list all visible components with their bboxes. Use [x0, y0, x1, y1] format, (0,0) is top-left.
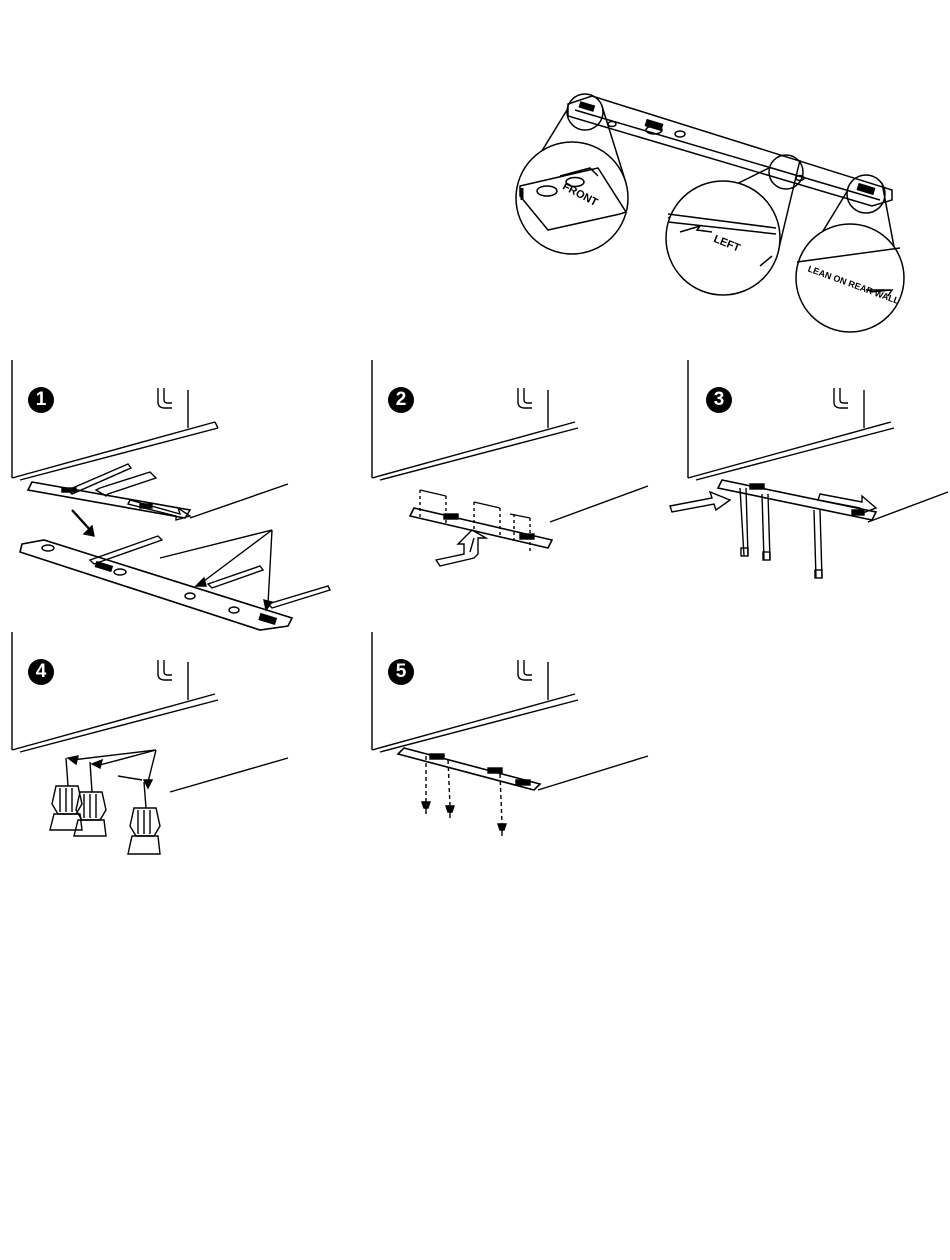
front-magnified-circle	[516, 142, 628, 254]
step-1-illustration	[10, 360, 340, 640]
front-source-circle	[567, 94, 603, 130]
step-5-number: 5	[388, 659, 414, 685]
step-1-panel: 1	[10, 360, 310, 600]
step-4-illustration	[10, 632, 310, 862]
step-5-panel: 5	[370, 632, 670, 872]
step-5-illustration	[370, 632, 670, 862]
screwdriver-2	[74, 762, 106, 836]
step-4-number: 4	[28, 659, 54, 685]
step-3-panel: 3	[686, 360, 950, 600]
step-2-panel: 2	[370, 360, 670, 600]
template-detail-illustration: FRONT LEFT LEAN ON REAR WALL	[0, 0, 950, 340]
step-1-number: 1	[28, 387, 54, 413]
rear-source-circle	[847, 175, 885, 213]
screwdriver-1	[50, 758, 82, 830]
step-3-number: 3	[706, 387, 732, 413]
step-4-panel: 4	[10, 632, 310, 872]
screwdriver-3	[128, 782, 160, 854]
step-2-number: 2	[388, 387, 414, 413]
step-2-illustration	[370, 360, 670, 600]
